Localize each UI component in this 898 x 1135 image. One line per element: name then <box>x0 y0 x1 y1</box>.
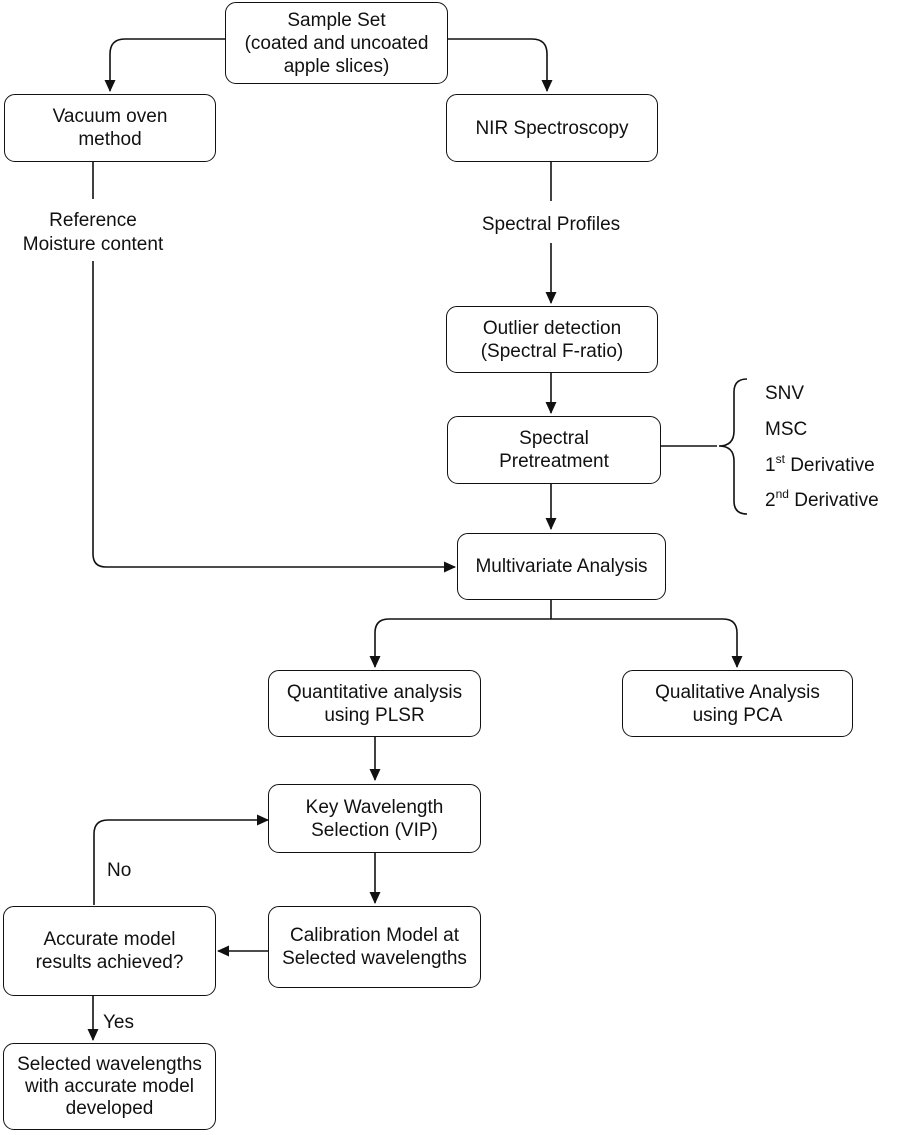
node-text: (coated and uncoated <box>244 32 429 54</box>
node-text: Key Wavelength <box>305 796 444 818</box>
node-text: Pretreatment <box>499 451 609 472</box>
method-num: 1 <box>765 455 776 476</box>
arrow-sample-to-vacuum <box>104 38 225 92</box>
node-text: developed <box>65 1097 154 1119</box>
node-calibration-model: Calibration Model at Selected wavelength… <box>268 906 481 988</box>
node-text: Outlier detection <box>482 317 622 339</box>
method-text: Derivative <box>784 455 875 476</box>
node-text: results achieved? <box>35 952 184 973</box>
method-second-derivative: 2nd Derivative <box>765 486 879 513</box>
node-selected-wavelengths: Selected wavelengths with accurate model… <box>3 1043 216 1130</box>
label-no: No <box>107 859 131 883</box>
pretreatment-brace <box>718 378 748 515</box>
method-msc: MSC <box>765 418 807 442</box>
node-text: Selected wavelengths <box>17 1053 202 1075</box>
node-qualitative-analysis: Qualitative Analysis using PCA <box>622 670 853 737</box>
label-text: Reference <box>49 210 137 231</box>
arrow-no-loop <box>93 814 269 905</box>
node-nir-spectroscopy: NIR Spectroscopy <box>446 94 658 162</box>
node-text: with accurate model <box>25 1075 194 1097</box>
arrow-sample-to-nir <box>448 38 553 92</box>
node-text: Vacuum oven <box>52 106 168 127</box>
node-text: method <box>78 129 142 150</box>
node-outlier-detection: Outlier detection (Spectral F-ratio) <box>446 306 658 373</box>
node-multivariate-analysis: Multivariate Analysis <box>457 533 666 600</box>
node-text: Spectral <box>519 428 589 449</box>
method-text: Derivative <box>788 490 879 511</box>
node-sample-set: Sample Set (coated and uncoated apple sl… <box>225 2 448 84</box>
node-text: (Spectral F-ratio) <box>480 340 624 362</box>
method-num: 2 <box>765 490 776 511</box>
node-text: apple slices) <box>283 55 390 77</box>
node-quantitative-analysis: Quantitative analysis using PLSR <box>268 670 481 737</box>
method-first-derivative: 1st Derivative <box>765 451 875 478</box>
node-text: Selected wavelengths <box>282 948 467 969</box>
arrow-to-quantitative <box>369 618 551 668</box>
arrow-reference-to-multivariate <box>92 261 456 573</box>
node-text: Selection (VIP) <box>311 819 438 841</box>
node-text: using PCA <box>692 704 783 726</box>
method-snv: SNV <box>765 382 804 406</box>
node-text: Sample Set <box>287 9 386 31</box>
label-text: Moisture content <box>22 234 164 255</box>
node-key-wavelength: Key Wavelength Selection (VIP) <box>268 784 481 853</box>
node-text: Qualitative Analysis <box>655 681 820 703</box>
arrow-to-qualitative <box>551 618 743 668</box>
method-sup: nd <box>775 486 789 501</box>
node-text: Calibration Model at <box>290 925 459 946</box>
label-yes: Yes <box>103 1011 134 1035</box>
node-spectral-pretreatment: Spectral Pretreatment <box>447 416 661 484</box>
label-spectral-profiles: Spectral Profiles <box>465 213 637 237</box>
node-text: Multivariate Analysis <box>475 556 648 577</box>
label-reference-moisture: Reference Moisture content <box>0 209 186 257</box>
node-vacuum-oven: Vacuum oven method <box>4 94 216 162</box>
node-accurate-model: Accurate model results achieved? <box>3 906 216 996</box>
method-text: MSC <box>765 419 808 440</box>
label-text: Yes <box>103 1012 134 1033</box>
method-sup: st <box>775 451 785 466</box>
label-text: No <box>107 860 132 881</box>
node-text: using PLSR <box>324 704 425 726</box>
method-text: SNV <box>765 383 805 404</box>
node-text: Accurate model <box>43 929 176 950</box>
node-text: NIR Spectroscopy <box>475 117 629 139</box>
node-text: Quantitative analysis <box>286 681 463 703</box>
label-text: Spectral Profiles <box>481 214 621 235</box>
